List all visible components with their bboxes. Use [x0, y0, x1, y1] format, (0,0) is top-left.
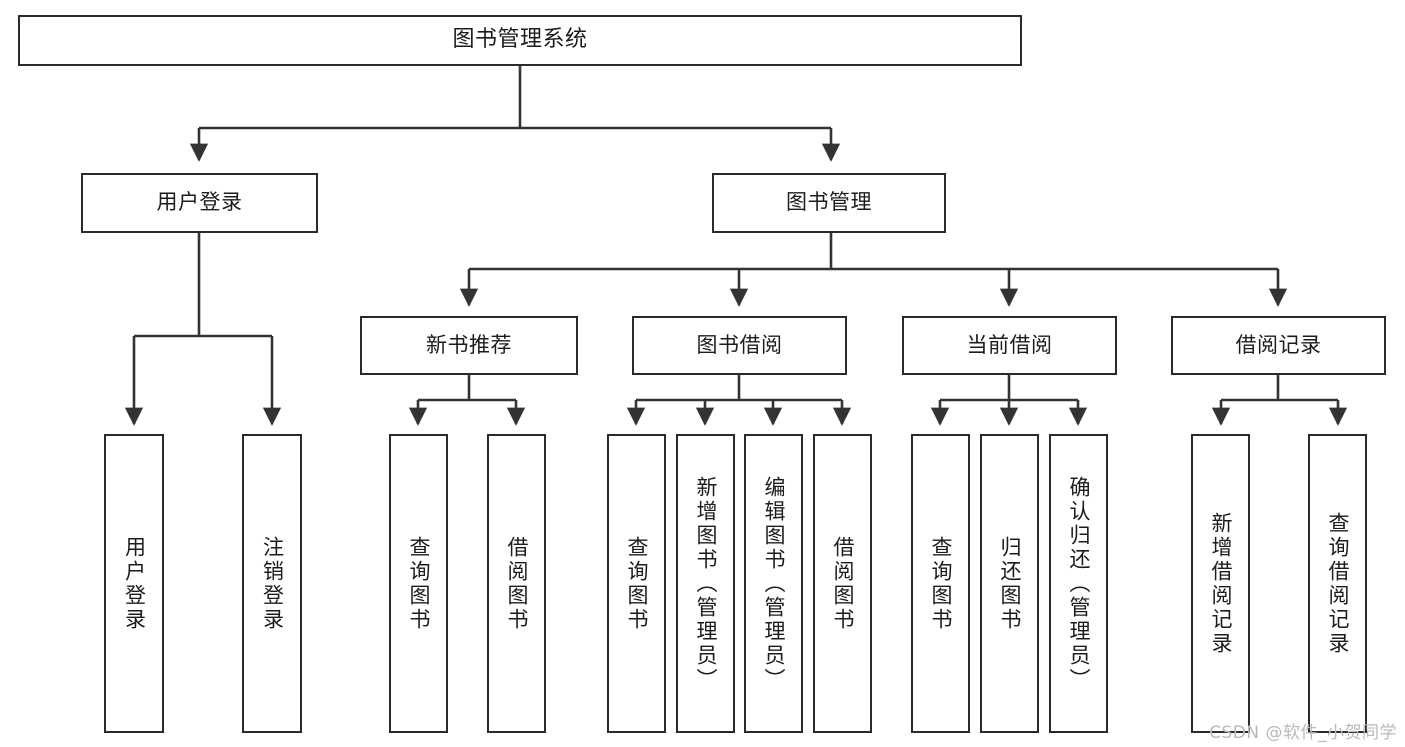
- node-leaf-user-login[interactable]: 用户登录: [104, 434, 164, 733]
- node-leaf-add-book-label: 新增图书（管理员）: [693, 475, 718, 692]
- node-root[interactable]: 图书管理系统: [18, 15, 1022, 66]
- node-borrow-record[interactable]: 借阅记录: [1171, 316, 1386, 375]
- node-book-borrow-label: 图书借阅: [696, 332, 783, 357]
- node-leaf-query-book-1[interactable]: 查询图书: [389, 434, 448, 733]
- node-leaf-user-login-label: 用户登录: [122, 535, 147, 632]
- node-leaf-query-book-2[interactable]: 查询图书: [607, 434, 666, 733]
- node-leaf-edit-book-label: 编辑图书（管理员）: [761, 475, 786, 692]
- node-leaf-query-book-3[interactable]: 查询图书: [911, 434, 970, 733]
- node-book-manage-label: 图书管理: [786, 190, 872, 215]
- watermark: CSDN @软件_小贺同学: [1209, 723, 1397, 743]
- node-leaf-borrow-book-2[interactable]: 借阅图书: [813, 434, 872, 733]
- node-leaf-query-book-2-label: 查询图书: [624, 535, 649, 632]
- node-new-book-label: 新书推荐: [426, 332, 512, 357]
- node-leaf-add-record[interactable]: 新增借阅记录: [1191, 434, 1250, 733]
- node-leaf-add-book[interactable]: 新增图书（管理员）: [676, 434, 735, 733]
- node-leaf-logout-label: 注销登录: [260, 535, 285, 632]
- node-leaf-confirm-return[interactable]: 确认归还（管理员）: [1049, 434, 1108, 733]
- node-leaf-borrow-book-1-label: 借阅图书: [504, 535, 529, 632]
- node-leaf-query-record-label: 查询借阅记录: [1325, 511, 1350, 656]
- node-leaf-borrow-book-2-label: 借阅图书: [830, 535, 855, 632]
- node-user-login-label: 用户登录: [156, 190, 243, 215]
- node-current-borrow[interactable]: 当前借阅: [902, 316, 1117, 375]
- node-leaf-logout[interactable]: 注销登录: [242, 434, 302, 733]
- node-borrow-record-label: 借阅记录: [1235, 332, 1322, 357]
- node-leaf-borrow-book-1[interactable]: 借阅图书: [487, 434, 546, 733]
- node-root-label: 图书管理系统: [452, 27, 588, 53]
- node-leaf-query-record[interactable]: 查询借阅记录: [1308, 434, 1367, 733]
- node-leaf-query-book-1-label: 查询图书: [406, 535, 431, 632]
- node-current-borrow-label: 当前借阅: [966, 332, 1053, 357]
- node-book-borrow[interactable]: 图书借阅: [632, 316, 847, 375]
- node-book-manage[interactable]: 图书管理: [712, 173, 946, 233]
- node-leaf-return-book-label: 归还图书: [997, 535, 1022, 632]
- node-leaf-return-book[interactable]: 归还图书: [980, 434, 1039, 733]
- node-leaf-query-book-3-label: 查询图书: [928, 535, 953, 632]
- node-user-login[interactable]: 用户登录: [81, 173, 318, 233]
- node-new-book[interactable]: 新书推荐: [360, 316, 578, 375]
- node-leaf-confirm-return-label: 确认归还（管理员）: [1066, 475, 1091, 692]
- node-leaf-add-record-label: 新增借阅记录: [1208, 511, 1233, 656]
- node-leaf-edit-book[interactable]: 编辑图书（管理员）: [744, 434, 803, 733]
